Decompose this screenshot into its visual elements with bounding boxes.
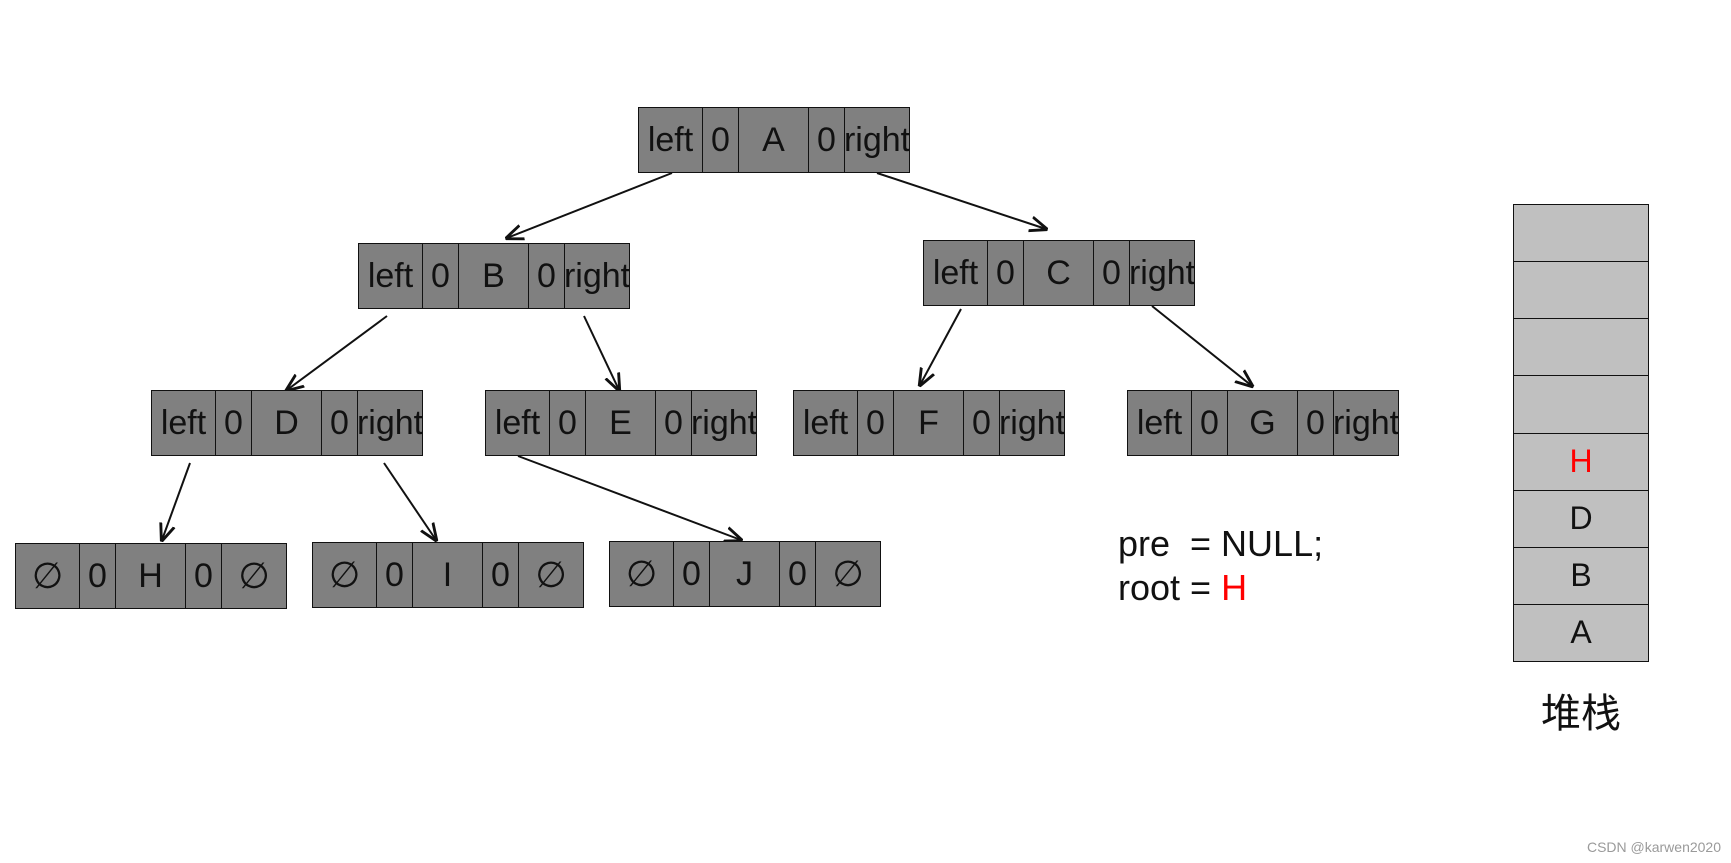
- left-tag-cell: 0: [423, 244, 459, 308]
- node-c: left 0 C 0 right: [923, 240, 1195, 306]
- right-tag-cell: 0: [322, 391, 358, 455]
- stack-label: 堆栈: [1541, 691, 1621, 737]
- root-prefix: root =: [1118, 567, 1222, 608]
- left-tag-cell: 0: [80, 544, 116, 608]
- left-pointer-cell: left: [1128, 391, 1192, 455]
- data-cell: H: [116, 544, 186, 608]
- data-cell: B: [459, 244, 529, 308]
- right-tag-cell: 0: [186, 544, 222, 608]
- left-tag-cell: 0: [988, 241, 1024, 305]
- right-pointer-cell: right: [845, 120, 909, 159]
- node-f: left 0 F 0 right: [793, 390, 1065, 456]
- stack-slot: B: [1514, 547, 1648, 605]
- edge-d-h: [162, 462, 191, 540]
- left-pointer-cell: left: [794, 391, 858, 455]
- right-tag-cell: 0: [1094, 241, 1130, 305]
- node-g: left 0 G 0 right: [1127, 390, 1399, 456]
- data-cell: G: [1228, 391, 1298, 455]
- right-tag-cell: 0: [964, 391, 1000, 455]
- left-pointer-cell: left: [152, 391, 216, 455]
- right-tag-cell: 0: [483, 543, 519, 607]
- edge-a-c: [876, 172, 1046, 229]
- left-tag-cell: 0: [703, 108, 739, 172]
- right-pointer-cell: right: [1000, 403, 1064, 442]
- node-h: ∅ 0 H 0 ∅: [15, 543, 287, 609]
- stack-slot: [1514, 262, 1648, 320]
- node-b: left 0 B 0 right: [358, 243, 630, 309]
- null-left-icon: ∅: [313, 543, 377, 607]
- stack-slot: [1514, 376, 1648, 434]
- null-right-icon: ∅: [535, 554, 567, 595]
- left-tag-cell: 0: [216, 391, 252, 455]
- left-tag-cell: 0: [550, 391, 586, 455]
- node-a: left 0 A 0 right: [638, 107, 910, 173]
- null-left-icon: ∅: [16, 544, 80, 608]
- stack: H D B A: [1513, 204, 1649, 662]
- right-pointer-cell: right: [1130, 253, 1194, 292]
- data-cell: C: [1024, 241, 1094, 305]
- node-d: left 0 D 0 right: [151, 390, 423, 456]
- stack-slot-top: H: [1514, 433, 1648, 491]
- edge-d-i: [383, 462, 436, 540]
- left-tag-cell: 0: [858, 391, 894, 455]
- null-right-icon: ∅: [832, 553, 864, 594]
- edge-c-g: [1151, 305, 1252, 386]
- edge-a-b: [507, 172, 673, 238]
- data-cell: J: [710, 542, 780, 606]
- right-pointer-cell: right: [358, 403, 422, 442]
- right-pointer-cell: right: [1334, 403, 1398, 442]
- left-tag-cell: 0: [1192, 391, 1228, 455]
- stack-slot: A: [1514, 604, 1648, 661]
- left-tag-cell: 0: [377, 543, 413, 607]
- node-j: ∅ 0 J 0 ∅: [609, 541, 881, 607]
- right-tag-cell: 0: [1298, 391, 1334, 455]
- left-pointer-cell: left: [359, 244, 423, 308]
- stack-slot: [1514, 319, 1648, 377]
- data-cell: E: [586, 391, 656, 455]
- data-cell: D: [252, 391, 322, 455]
- left-pointer-cell: left: [639, 108, 703, 172]
- left-pointer-cell: left: [924, 241, 988, 305]
- null-right-icon: ∅: [238, 555, 270, 596]
- node-i: ∅ 0 I 0 ∅: [312, 542, 584, 608]
- edge-c-f: [920, 308, 962, 385]
- code-annotation: pre = NULL; root = H: [1118, 522, 1323, 610]
- root-value: H: [1221, 567, 1248, 608]
- edge-b-e: [583, 315, 619, 390]
- stack-slot: D: [1514, 490, 1648, 548]
- right-pointer-cell: right: [565, 256, 629, 295]
- edge-b-d: [287, 315, 388, 390]
- watermark: CSDN @karwen2020: [1586, 839, 1721, 855]
- left-tag-cell: 0: [674, 542, 710, 606]
- edge-e-j: [517, 455, 741, 540]
- data-cell: A: [739, 108, 809, 172]
- right-pointer-cell: right: [692, 403, 756, 442]
- pre-line: pre = NULL;: [1118, 523, 1324, 564]
- null-left-icon: ∅: [610, 542, 674, 606]
- right-tag-cell: 0: [656, 391, 692, 455]
- data-cell: I: [413, 543, 483, 607]
- left-pointer-cell: left: [486, 391, 550, 455]
- right-tag-cell: 0: [529, 244, 565, 308]
- stack-slot: [1514, 205, 1648, 263]
- node-e: left 0 E 0 right: [485, 390, 757, 456]
- right-tag-cell: 0: [809, 108, 845, 172]
- root-line: root = H: [1118, 566, 1323, 610]
- right-tag-cell: 0: [780, 542, 816, 606]
- data-cell: F: [894, 391, 964, 455]
